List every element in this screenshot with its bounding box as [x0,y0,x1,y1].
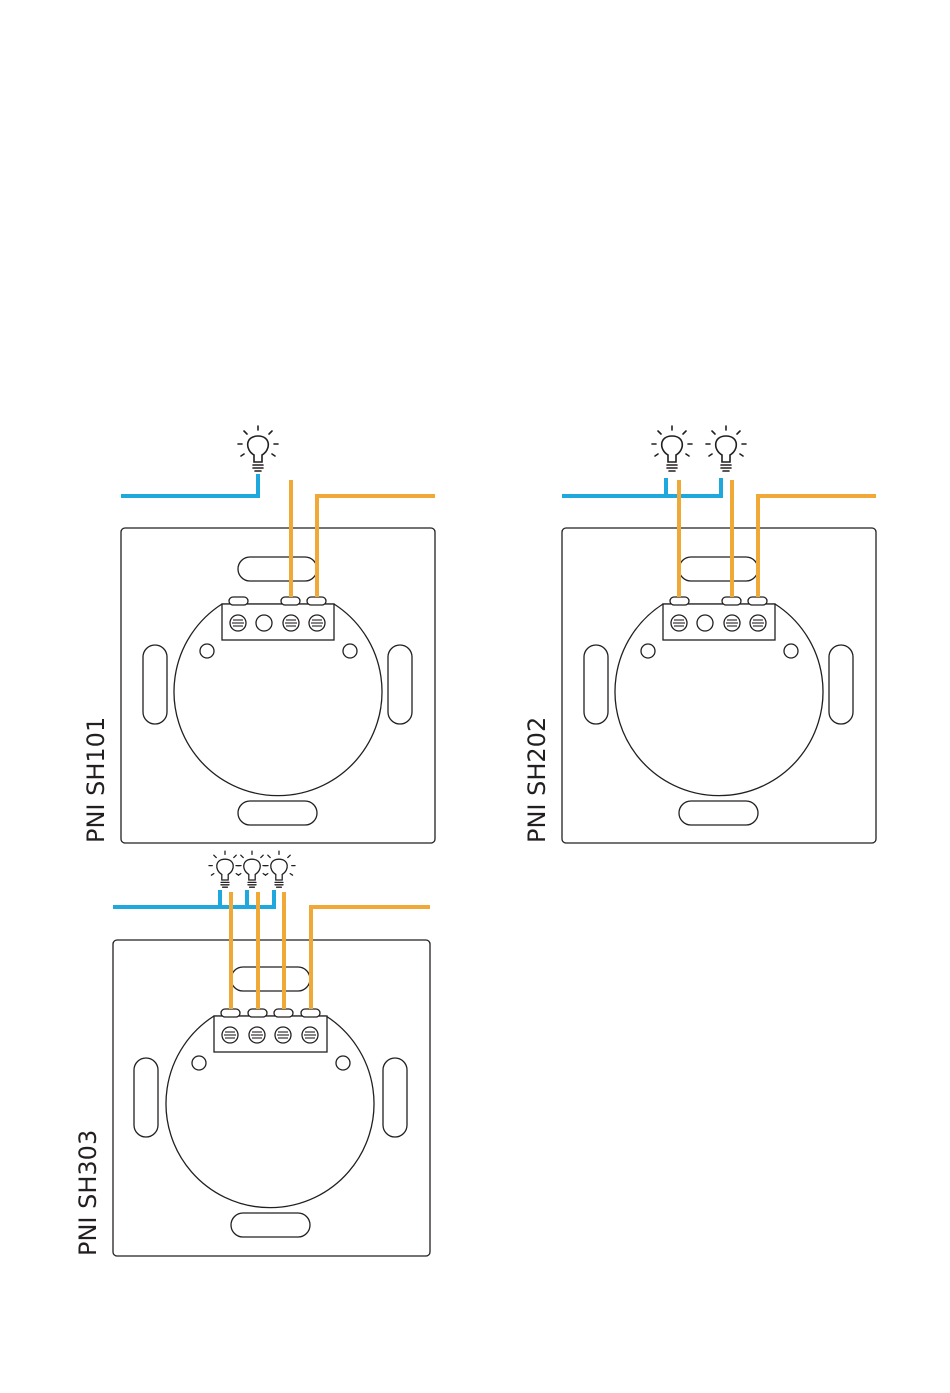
neutral-wire [113,890,274,907]
terminal-clamp-4 [301,1009,320,1017]
terminal-clamp-1 [221,1009,240,1017]
terminal-hole-2 [256,615,272,631]
switch-sh101: PNI SH101 [82,426,435,843]
mounting-slot-top [238,557,317,581]
terminal-clamp-1 [229,597,248,605]
mounting-slot-top [679,557,758,581]
terminal-screw-3 [275,1027,291,1043]
neutral-wire [121,474,258,496]
terminal-screw-3 [724,615,740,631]
mounting-slot-bottom [231,1213,310,1237]
mounting-slot-right [388,645,412,724]
mounting-slot-left [134,1058,158,1137]
switch-sh202: PNI SH202 [523,426,876,843]
bulb-icon [263,851,295,887]
body-hole-right [343,644,357,658]
live-wire [758,496,876,597]
mounting-slot-top [231,967,310,991]
terminal-screw-4 [309,615,325,631]
model-label: PNI SH303 [74,1130,102,1256]
switch-sh303: PNI SH303 [74,851,430,1256]
body-hole-left [641,644,655,658]
terminal-clamp-3 [281,597,300,605]
live-wire [311,907,430,1009]
mounting-slot-left [584,645,608,724]
terminal-screw-4 [750,615,766,631]
live-wire [317,496,435,597]
terminal-clamp-3 [722,597,741,605]
terminal-clamp-2 [248,1009,267,1017]
terminal-clamp-4 [748,597,767,605]
terminal-screw-1 [230,615,246,631]
bulb-icon [209,851,241,887]
model-label: PNI SH202 [523,717,551,843]
mounting-slot-right [383,1058,407,1137]
terminal-clamp-3 [274,1009,293,1017]
body-hole-right [784,644,798,658]
bulb-icon [238,426,278,471]
bulb-icon [706,426,746,471]
mounting-slot-bottom [238,801,317,825]
terminal-screw-3 [283,615,299,631]
mounting-slot-right [829,645,853,724]
terminal-screw-2 [249,1027,265,1043]
mounting-slot-left [143,645,167,724]
neutral-wire [562,478,721,496]
terminal-screw-1 [671,615,687,631]
terminal-clamp-1 [670,597,689,605]
terminal-hole-2 [697,615,713,631]
body-hole-right [336,1056,350,1070]
terminal-screw-1 [222,1027,238,1043]
terminal-screw-4 [302,1027,318,1043]
mounting-slot-bottom [679,801,758,825]
model-label: PNI SH101 [82,717,110,843]
body-hole-left [200,644,214,658]
bulb-icon [236,851,268,887]
terminal-clamp-4 [307,597,326,605]
body-hole-left [192,1056,206,1070]
bulb-icon [652,426,692,471]
